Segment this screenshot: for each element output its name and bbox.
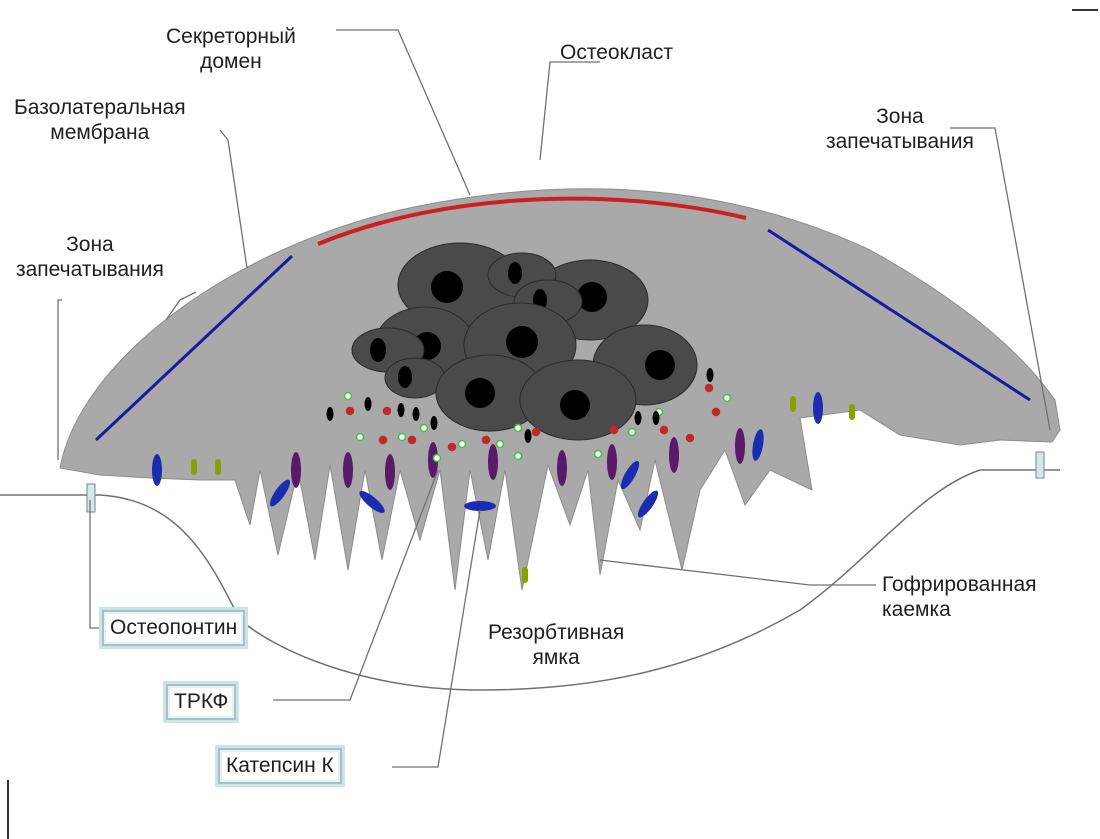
black-vesicle: [327, 407, 334, 421]
black-vesicle: [398, 403, 405, 417]
black-vesicle: [707, 368, 714, 382]
green-vesicle: [724, 395, 731, 402]
trap-vesicle: [669, 437, 679, 473]
black-vesicle: [653, 411, 660, 425]
green-vesicle: [421, 425, 428, 432]
label-resorption-pit: Резорбтивная ямка: [488, 620, 624, 670]
box-osteopontin: Остеопонтин: [102, 610, 245, 646]
integrin-stub: [849, 404, 855, 420]
red-vesicle: [347, 408, 354, 415]
label-ruffled-border: Гофрированная каемка: [882, 572, 1037, 622]
green-vesicle: [595, 451, 602, 458]
nucleolus: [431, 271, 463, 303]
integrin-stub: [522, 567, 528, 583]
cathepsin-vesicle: [464, 501, 496, 511]
green-vesicle: [515, 453, 522, 460]
leader-sealing-left-2: [58, 300, 62, 460]
red-vesicle: [611, 427, 618, 434]
nucleolus: [508, 262, 522, 284]
black-vesicle: [525, 429, 532, 443]
trap-vesicle: [385, 454, 395, 490]
green-vesicle: [629, 429, 636, 436]
nucleolus: [506, 326, 538, 358]
green-vesicle: [345, 393, 352, 400]
red-vesicle: [713, 409, 720, 416]
leader-basolateral: [220, 130, 247, 268]
green-vesicle: [357, 434, 364, 441]
integrin-right: [1036, 452, 1044, 478]
trap-vesicle: [735, 428, 745, 464]
red-vesicle: [687, 435, 694, 442]
cathepsin-vesicle: [813, 392, 823, 424]
red-vesicle: [533, 429, 540, 436]
black-vesicle: [413, 407, 420, 421]
nucleolus: [398, 366, 412, 388]
integrin-stub: [215, 459, 221, 475]
box-cathepsin-k: Катепсин К: [218, 748, 342, 784]
red-vesicle: [409, 437, 416, 444]
red-vesicle: [384, 408, 391, 415]
red-vesicle: [380, 437, 387, 444]
nucleolus: [645, 350, 675, 380]
trap-vesicle: [291, 452, 301, 488]
integrin-stub: [790, 396, 796, 412]
green-vesicle: [459, 441, 466, 448]
leader-osteopontin: [90, 500, 102, 628]
integrin-left: [87, 484, 95, 512]
integrin-stub: [191, 459, 197, 475]
green-vesicle: [434, 455, 441, 462]
black-vesicle: [431, 416, 438, 430]
cathepsin-vesicle: [152, 454, 162, 486]
red-vesicle: [449, 444, 456, 451]
leader-osteoclast: [540, 62, 600, 160]
box-trap: ТРКФ: [166, 684, 236, 720]
nucleolus: [465, 378, 495, 408]
trap-vesicle: [343, 452, 353, 488]
trap-vesicle: [557, 450, 567, 486]
label-sealing-zone-left: Зона запечатывания: [16, 232, 164, 282]
black-vesicle: [365, 397, 372, 411]
red-vesicle: [483, 437, 490, 444]
label-osteoclast: Остеокласт: [560, 40, 673, 65]
nucleolus: [560, 390, 590, 420]
black-vesicle: [635, 411, 642, 425]
red-vesicle: [706, 385, 713, 392]
leader-cathepsin: [392, 510, 480, 767]
leader-secretory-domain: [336, 30, 470, 195]
label-secretory-domain: Секреторный домен: [166, 24, 296, 74]
leader-ruffled: [600, 560, 876, 585]
green-vesicle: [497, 441, 504, 448]
trap-vesicle: [607, 444, 617, 480]
red-vesicle: [661, 427, 668, 434]
nucleolus: [370, 338, 386, 362]
green-vesicle: [515, 425, 522, 432]
green-vesicle: [399, 434, 406, 441]
label-sealing-zone-right: Зона запечатывания: [826, 104, 974, 154]
label-basolateral-membrane: Базолатеральная мембрана: [14, 95, 186, 145]
trap-vesicle: [488, 444, 498, 480]
